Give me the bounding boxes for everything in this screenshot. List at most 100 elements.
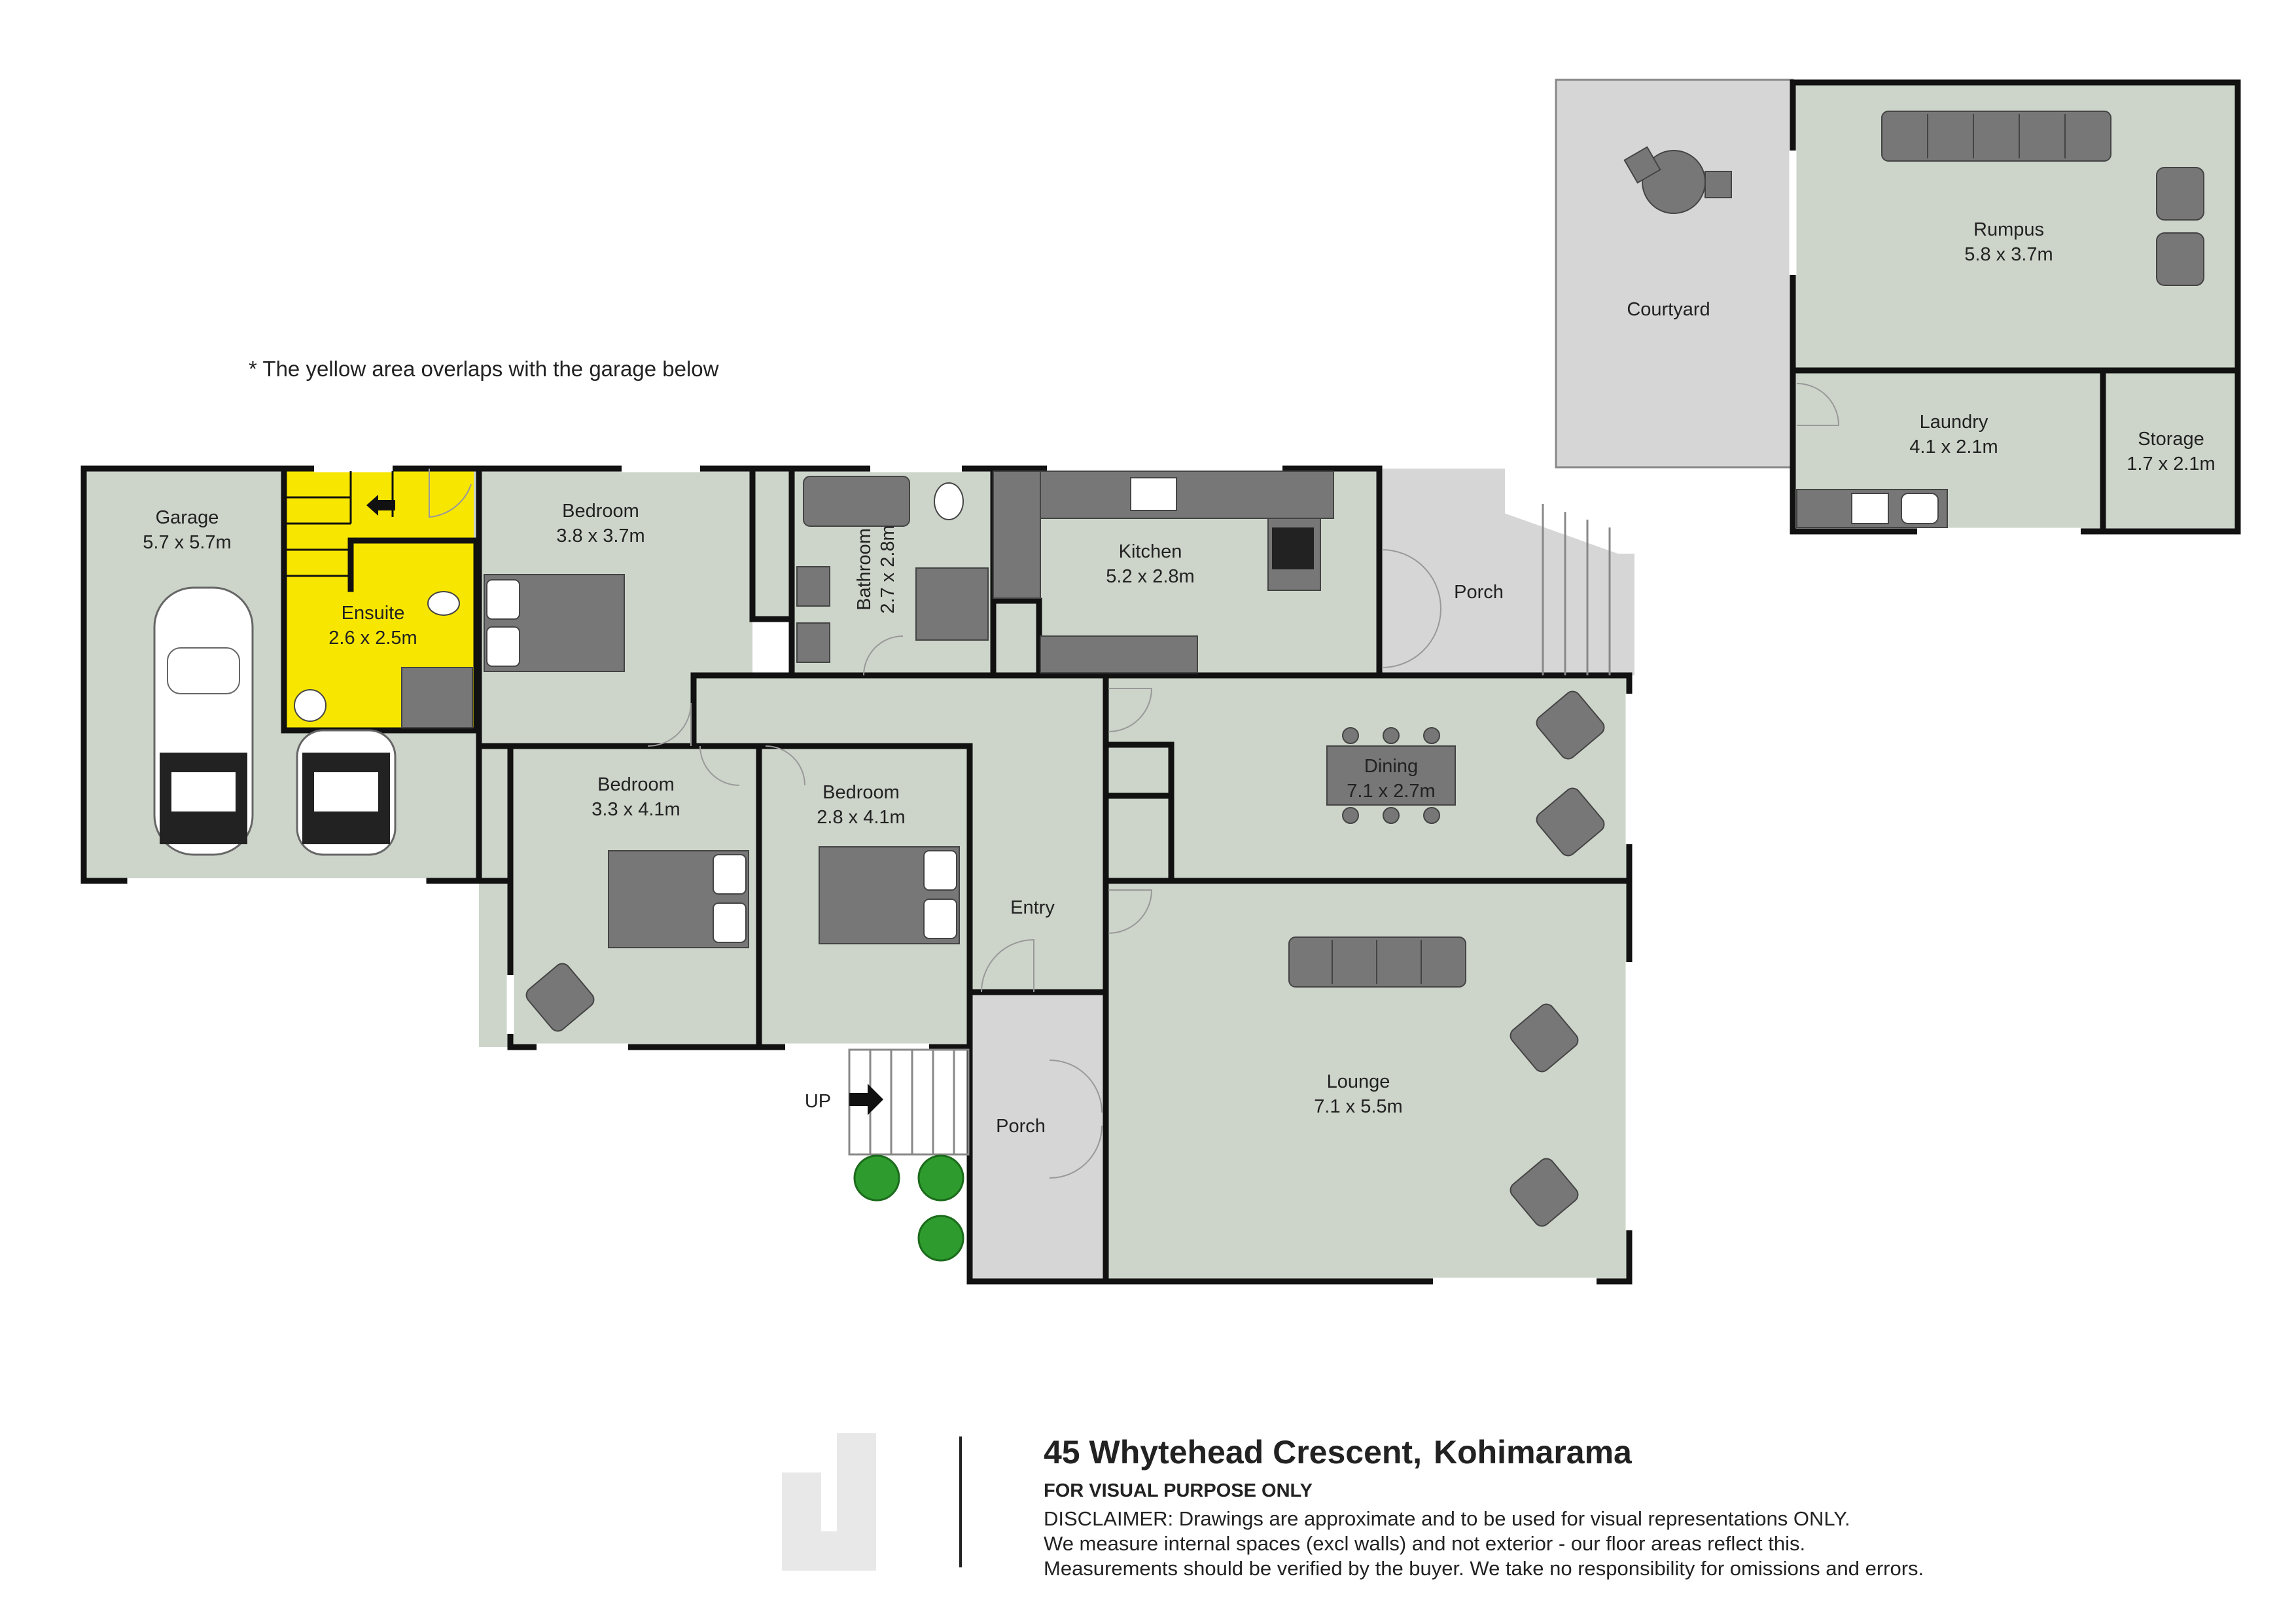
armchair-bedroom2-icon — [525, 963, 595, 1032]
rumpus-walls — [1790, 79, 2241, 535]
kitchen-dim: 5.2 x 2.8m — [1106, 566, 1194, 587]
plant-2-icon — [917, 1154, 964, 1202]
footer-divider — [959, 1436, 962, 1567]
porch-east-shape — [1379, 469, 1634, 675]
disclaimer-line-3: Measurements should be verified by the b… — [1044, 1557, 1924, 1580]
garage-label: Garage — [156, 507, 219, 528]
porch-east-label: Porch — [1454, 582, 1504, 603]
ensuite-fixtures — [294, 591, 473, 728]
porch-east-walls — [1376, 465, 1633, 679]
garage-walls — [80, 465, 287, 884]
armchair-dining-2-icon — [1536, 787, 1605, 857]
rumpus-dim: 5.8 x 3.7m — [1964, 244, 2053, 265]
bathroom-label: Bathroom — [854, 528, 875, 611]
porch-front-walls — [966, 989, 1109, 1285]
stairs-up-label: UP — [805, 1091, 831, 1112]
door-ensuite — [429, 469, 472, 518]
storage-floor — [2103, 373, 2238, 531]
laundry-label: Laundry — [1920, 412, 1988, 433]
ensuite-label: Ensuite — [342, 603, 405, 624]
room-labels: Garage 5.7 x 5.7m Ensuite 2.6 x 2.5m Bed… — [143, 219, 2215, 1137]
bathroom-dim: 2.7 x 2.8m — [877, 525, 898, 613]
shower-ensuite-icon — [401, 667, 473, 728]
ensuite-dim: 2.6 x 2.5m — [328, 628, 417, 649]
toilet-bathroom-icon — [934, 482, 964, 520]
kitchen-fixtures — [993, 471, 1334, 673]
dining-dim: 7.1 x 2.7m — [1347, 781, 1435, 802]
kitchen-label: Kitchen — [1119, 541, 1182, 562]
door-entry — [981, 938, 1034, 993]
sink-icon — [1130, 477, 1177, 511]
car-2-icon — [296, 729, 397, 856]
door-laundry — [1796, 383, 1840, 426]
storage-dim: 1.7 x 2.1m — [2127, 454, 2215, 474]
basin-ensuite-icon — [294, 689, 327, 722]
door-porch-east — [1381, 549, 1441, 668]
porch-front-floor — [970, 992, 1104, 1279]
kitchen-bench-bottom — [1040, 635, 1198, 673]
company-logo-icon — [782, 1433, 876, 1571]
ensuite-stairs — [284, 471, 394, 577]
cooktop-icon — [1272, 527, 1314, 569]
overlap-note: * The yellow area overlaps with the gara… — [249, 357, 719, 381]
courtyard-label: Courtyard — [1627, 299, 1710, 320]
door-bedroom3 — [765, 745, 805, 786]
disclaimer-line-2: We measure internal spaces (excl walls) … — [1044, 1532, 1806, 1555]
courtyard-floor — [1556, 80, 1793, 467]
footer-subtitle: FOR VISUAL PURPOSE ONLY — [1044, 1480, 1313, 1501]
bedroom3-dim: 2.8 x 4.1m — [817, 807, 905, 828]
up-arrow-icon — [849, 1084, 883, 1115]
bed-bedroom3-icon — [819, 846, 960, 944]
door-dining — [1108, 688, 1153, 732]
doors — [429, 383, 1840, 1179]
windows — [314, 151, 2081, 1285]
garage-dim: 5.7 x 5.7m — [143, 532, 231, 553]
laundry-fixtures — [1796, 489, 1948, 528]
lounge-dim: 7.1 x 5.5m — [1314, 1096, 1402, 1117]
porch-east-steps — [1542, 504, 1611, 675]
door-bathroom — [863, 635, 904, 676]
door-porch-front — [1049, 1060, 1103, 1179]
bedroom1-dim: 3.8 x 3.7m — [556, 526, 645, 546]
toilet-ensuite-icon — [427, 591, 460, 616]
bed-bedroom2-icon — [608, 850, 749, 948]
lounge-label: Lounge — [1327, 1071, 1390, 1092]
bed-bedroom1-icon — [484, 574, 625, 672]
porch-front-label: Porch — [996, 1116, 1046, 1137]
kitchen-bench-left — [993, 471, 1041, 599]
hall-floor — [694, 675, 1106, 746]
bathroom-fixtures — [796, 476, 989, 663]
footer-title: 45 Whytehead Crescent, Kohimarama — [1044, 1433, 1644, 1471]
bedroom2-walls — [476, 743, 514, 884]
laundry-dim: 4.1 x 2.1m — [1909, 437, 1998, 457]
dining-closet-walls — [1103, 741, 1174, 884]
courtyard-table-icon — [1623, 146, 1732, 214]
armchair-rumpus-1-icon — [2156, 167, 2204, 221]
rumpus-sofa-icon — [1881, 111, 2111, 162]
bedroom1-label: Bedroom — [562, 501, 639, 522]
vanity-1-icon — [796, 566, 830, 607]
car-1-icon — [153, 586, 254, 856]
armchair-lounge-2-icon — [1510, 1158, 1579, 1227]
plant-3-icon — [917, 1215, 964, 1262]
entry-label: Entry — [1010, 897, 1055, 918]
footer-disclaimer: DISCLAIMER: Drawings are approximate and… — [1044, 1507, 2123, 1581]
rumpus-label: Rumpus — [1973, 219, 2044, 240]
disclaimer-line-1: DISCLAIMER: Drawings are approximate and… — [1044, 1507, 1850, 1530]
shower-bathroom-icon — [915, 567, 989, 641]
door-bedroom2 — [699, 745, 740, 786]
door-lounge — [1108, 889, 1153, 934]
bedroom2-label: Bedroom — [597, 774, 675, 795]
suburb-text: Kohimarama — [1433, 1434, 1632, 1471]
bedroom2-dim: 3.3 x 4.1m — [592, 799, 680, 820]
dining-label: Dining — [1364, 756, 1418, 777]
armchair-rumpus-2-icon — [2156, 232, 2204, 286]
address-text: 45 Whytehead Crescent, — [1044, 1434, 1422, 1471]
ensuite-stair-arrow-icon — [366, 495, 395, 516]
entry-floor — [967, 743, 1106, 992]
storage-label: Storage — [2138, 429, 2204, 450]
bathroom-label-group: Bathroom 2.7 x 2.8m — [854, 525, 898, 613]
lounge-sofa-icon — [1288, 936, 1466, 988]
plant-1-icon — [853, 1154, 900, 1202]
